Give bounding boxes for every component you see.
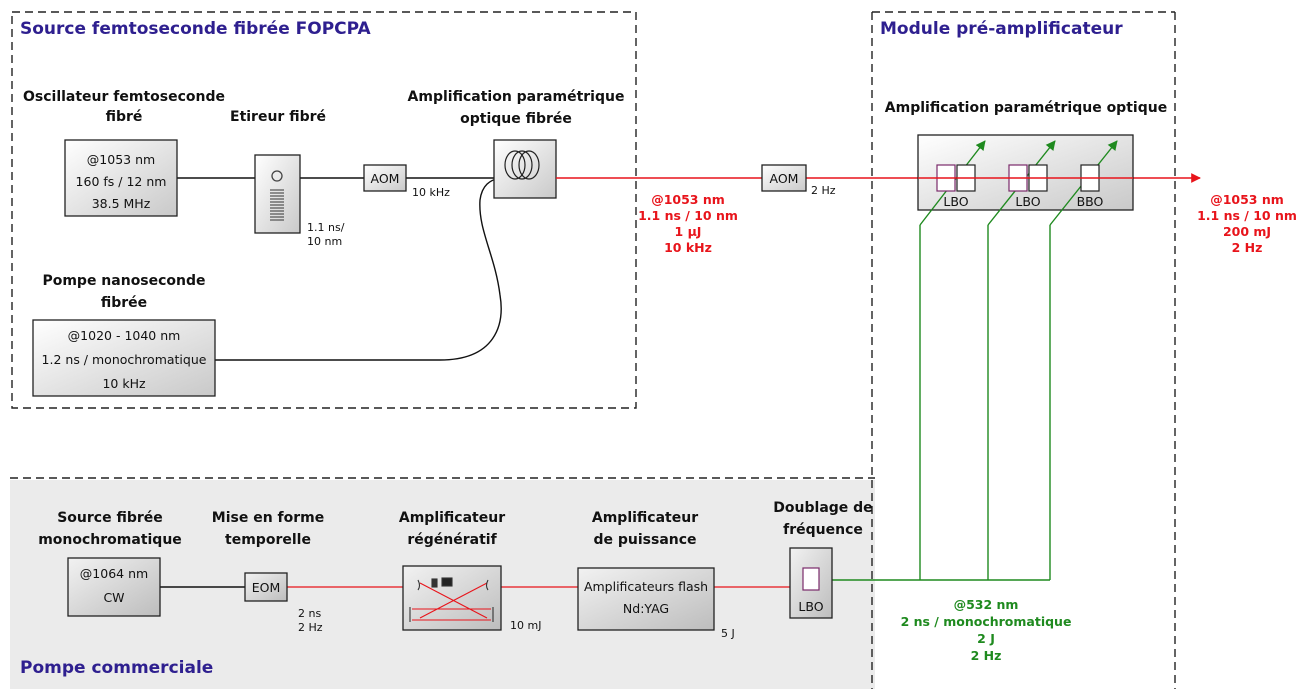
stretcher-box	[254, 154, 301, 234]
green-beam-pulse: 2 ns / monochromatique	[901, 614, 1072, 629]
cw-source-label-2: monochromatique	[38, 532, 182, 548]
shaping-label-2: temporelle	[225, 532, 311, 548]
ns-pump-pulse: 1.2 ns / monochromatique	[42, 352, 207, 367]
shaping-output-1: 2 ns	[298, 607, 321, 620]
power-amp-box	[577, 567, 715, 631]
fiber-pump-to-fopa	[215, 177, 502, 361]
doubling-label-1: Doublage de	[773, 500, 872, 516]
power-amp-label-1: Amplificateur	[592, 510, 698, 526]
ns-pump-label-1: Pompe nanoseconde	[42, 273, 205, 289]
fopa-label-2: optique fibrée	[460, 111, 572, 127]
output-energy: 200 mJ	[1223, 224, 1271, 239]
power-amp-line-2: Nd:YAG	[623, 601, 669, 616]
aom-2-box	[761, 164, 807, 192]
opa-crystal-3-label: BBO	[1077, 194, 1104, 209]
doubling-crystal-label: LBO	[798, 599, 823, 614]
section-title-preamp: Module pré-amplificateur	[880, 19, 1123, 39]
ir-beam-1-energy: 1 µJ	[675, 224, 702, 239]
ns-pump-rate: 10 kHz	[102, 376, 146, 391]
oscillator-label-1: Oscillateur femtoseconde	[23, 89, 225, 105]
cw-source-wavelength: @1064 nm	[80, 566, 148, 581]
aom-1-label: AOM	[371, 171, 400, 186]
ns-pump-box	[32, 319, 216, 397]
green-beam-rate: 2 Hz	[971, 648, 1002, 663]
fiber-bragg-grating-icon	[270, 170, 284, 221]
regen-label-2: régénératif	[407, 532, 497, 548]
fopa-label-1: Amplification paramétrique	[408, 89, 625, 105]
cw-source-label-1: Source fibrée	[57, 510, 163, 526]
output-rate: 2 Hz	[1232, 240, 1263, 255]
shaping-output-2: 2 Hz	[298, 621, 323, 634]
aom-1-box	[363, 164, 407, 192]
ir-beam-1-pulse: 1.1 ns / 10 nm	[638, 208, 738, 223]
section-title-pump: Pompe commerciale	[20, 658, 213, 678]
opa-label: Amplification paramétrique optique	[885, 100, 1167, 116]
power-amp-label-2: de puissance	[593, 532, 696, 548]
regen-label-1: Amplificateur	[399, 510, 505, 526]
opa-crystal-2-label: LBO	[1015, 194, 1040, 209]
cw-source-mode: CW	[103, 590, 124, 605]
aom-2-rate: 2 Hz	[811, 184, 836, 197]
ns-pump-label-2: fibrée	[101, 295, 147, 311]
oscillator-rate: 38.5 MHz	[92, 196, 151, 211]
aom-1-rate: 10 kHz	[412, 186, 450, 199]
regen-cavity-icon	[409, 577, 494, 622]
green-beam-energy: 2 J	[977, 631, 995, 646]
output-pulse: 1.1 ns / 10 nm	[1197, 208, 1297, 223]
doubling-crystal	[802, 567, 820, 591]
regen-box	[402, 565, 502, 631]
ir-beam-1-rate: 10 kHz	[664, 240, 712, 255]
output-wavelength: @1053 nm	[1210, 192, 1284, 207]
power-amp-energy: 5 J	[721, 627, 735, 640]
shaping-label-1: Mise en forme	[212, 510, 324, 526]
eom-box	[244, 572, 288, 602]
oscillator-label-2: fibré	[106, 109, 143, 125]
ir-beam-1-wavelength: @1053 nm	[651, 192, 725, 207]
green-beam-wavelength: @532 nm	[954, 597, 1019, 612]
opa-crystal-1-label: LBO	[943, 194, 968, 209]
fopcpa-section-frame	[11, 11, 637, 409]
stretcher-label: Etireur fibré	[230, 109, 326, 125]
aom-2-label: AOM	[770, 171, 799, 186]
oscillator-wavelength: @1053 nm	[87, 152, 155, 167]
power-amp-line-1: Amplificateurs flash	[584, 579, 708, 594]
fiber-coil-icon	[504, 150, 540, 180]
doubling-label-2: fréquence	[783, 522, 863, 538]
regen-energy: 10 mJ	[510, 619, 541, 632]
cw-source-box	[67, 557, 161, 617]
stretcher-output-2: 10 nm	[307, 235, 342, 248]
eom-label: EOM	[252, 580, 281, 595]
section-title-fopcpa: Source femtoseconde fibrée FOPCPA	[20, 19, 372, 39]
oscillator-pulse: 160 fs / 12 nm	[76, 174, 167, 189]
ns-pump-wavelength: @1020 - 1040 nm	[68, 328, 181, 343]
oscillator-box	[64, 139, 178, 217]
stretcher-output-1: 1.1 ns/	[307, 221, 345, 234]
